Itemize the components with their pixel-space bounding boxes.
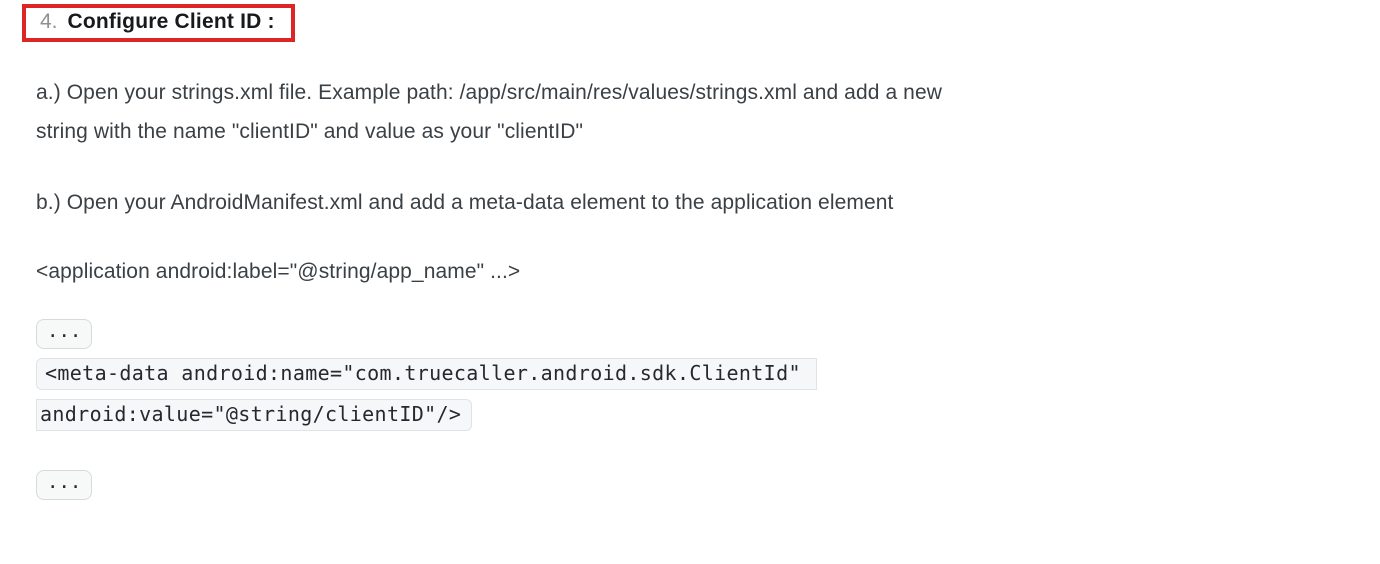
meta-data-code-block: <meta-data android:name="com.truecaller.… (36, 358, 1380, 431)
meta-data-code-line2: android:value="@string/clientID"/> (36, 399, 473, 431)
paragraph-step-a-line2: string with the name "clientID" and valu… (36, 120, 584, 143)
ellipsis-row-top: ... (36, 291, 1380, 349)
paragraph-step-a: a.) Open your strings.xml file. Example … (36, 73, 1380, 151)
inline-code-ellipsis-top: ... (36, 319, 93, 349)
section-heading: Configure Client ID : (67, 10, 275, 33)
application-tag-line: <application android:label="@string/app_… (36, 260, 521, 283)
paragraph-step-b: b.) Open your AndroidManifest.xml and ad… (36, 191, 894, 214)
inline-code-ellipsis-bottom: ... (36, 470, 93, 500)
list-item-number: 4. (40, 10, 58, 33)
annotation-highlight-box: 4. Configure Client ID : (22, 4, 295, 42)
documentation-page: 4. Configure Client ID : a.) Open your st… (22, 4, 1380, 500)
meta-data-code-line1: <meta-data android:name="com.truecaller.… (36, 358, 817, 390)
ellipsis-row-bottom: ... (36, 442, 1380, 500)
paragraph-step-a-line1: a.) Open your strings.xml file. Example … (36, 81, 942, 104)
